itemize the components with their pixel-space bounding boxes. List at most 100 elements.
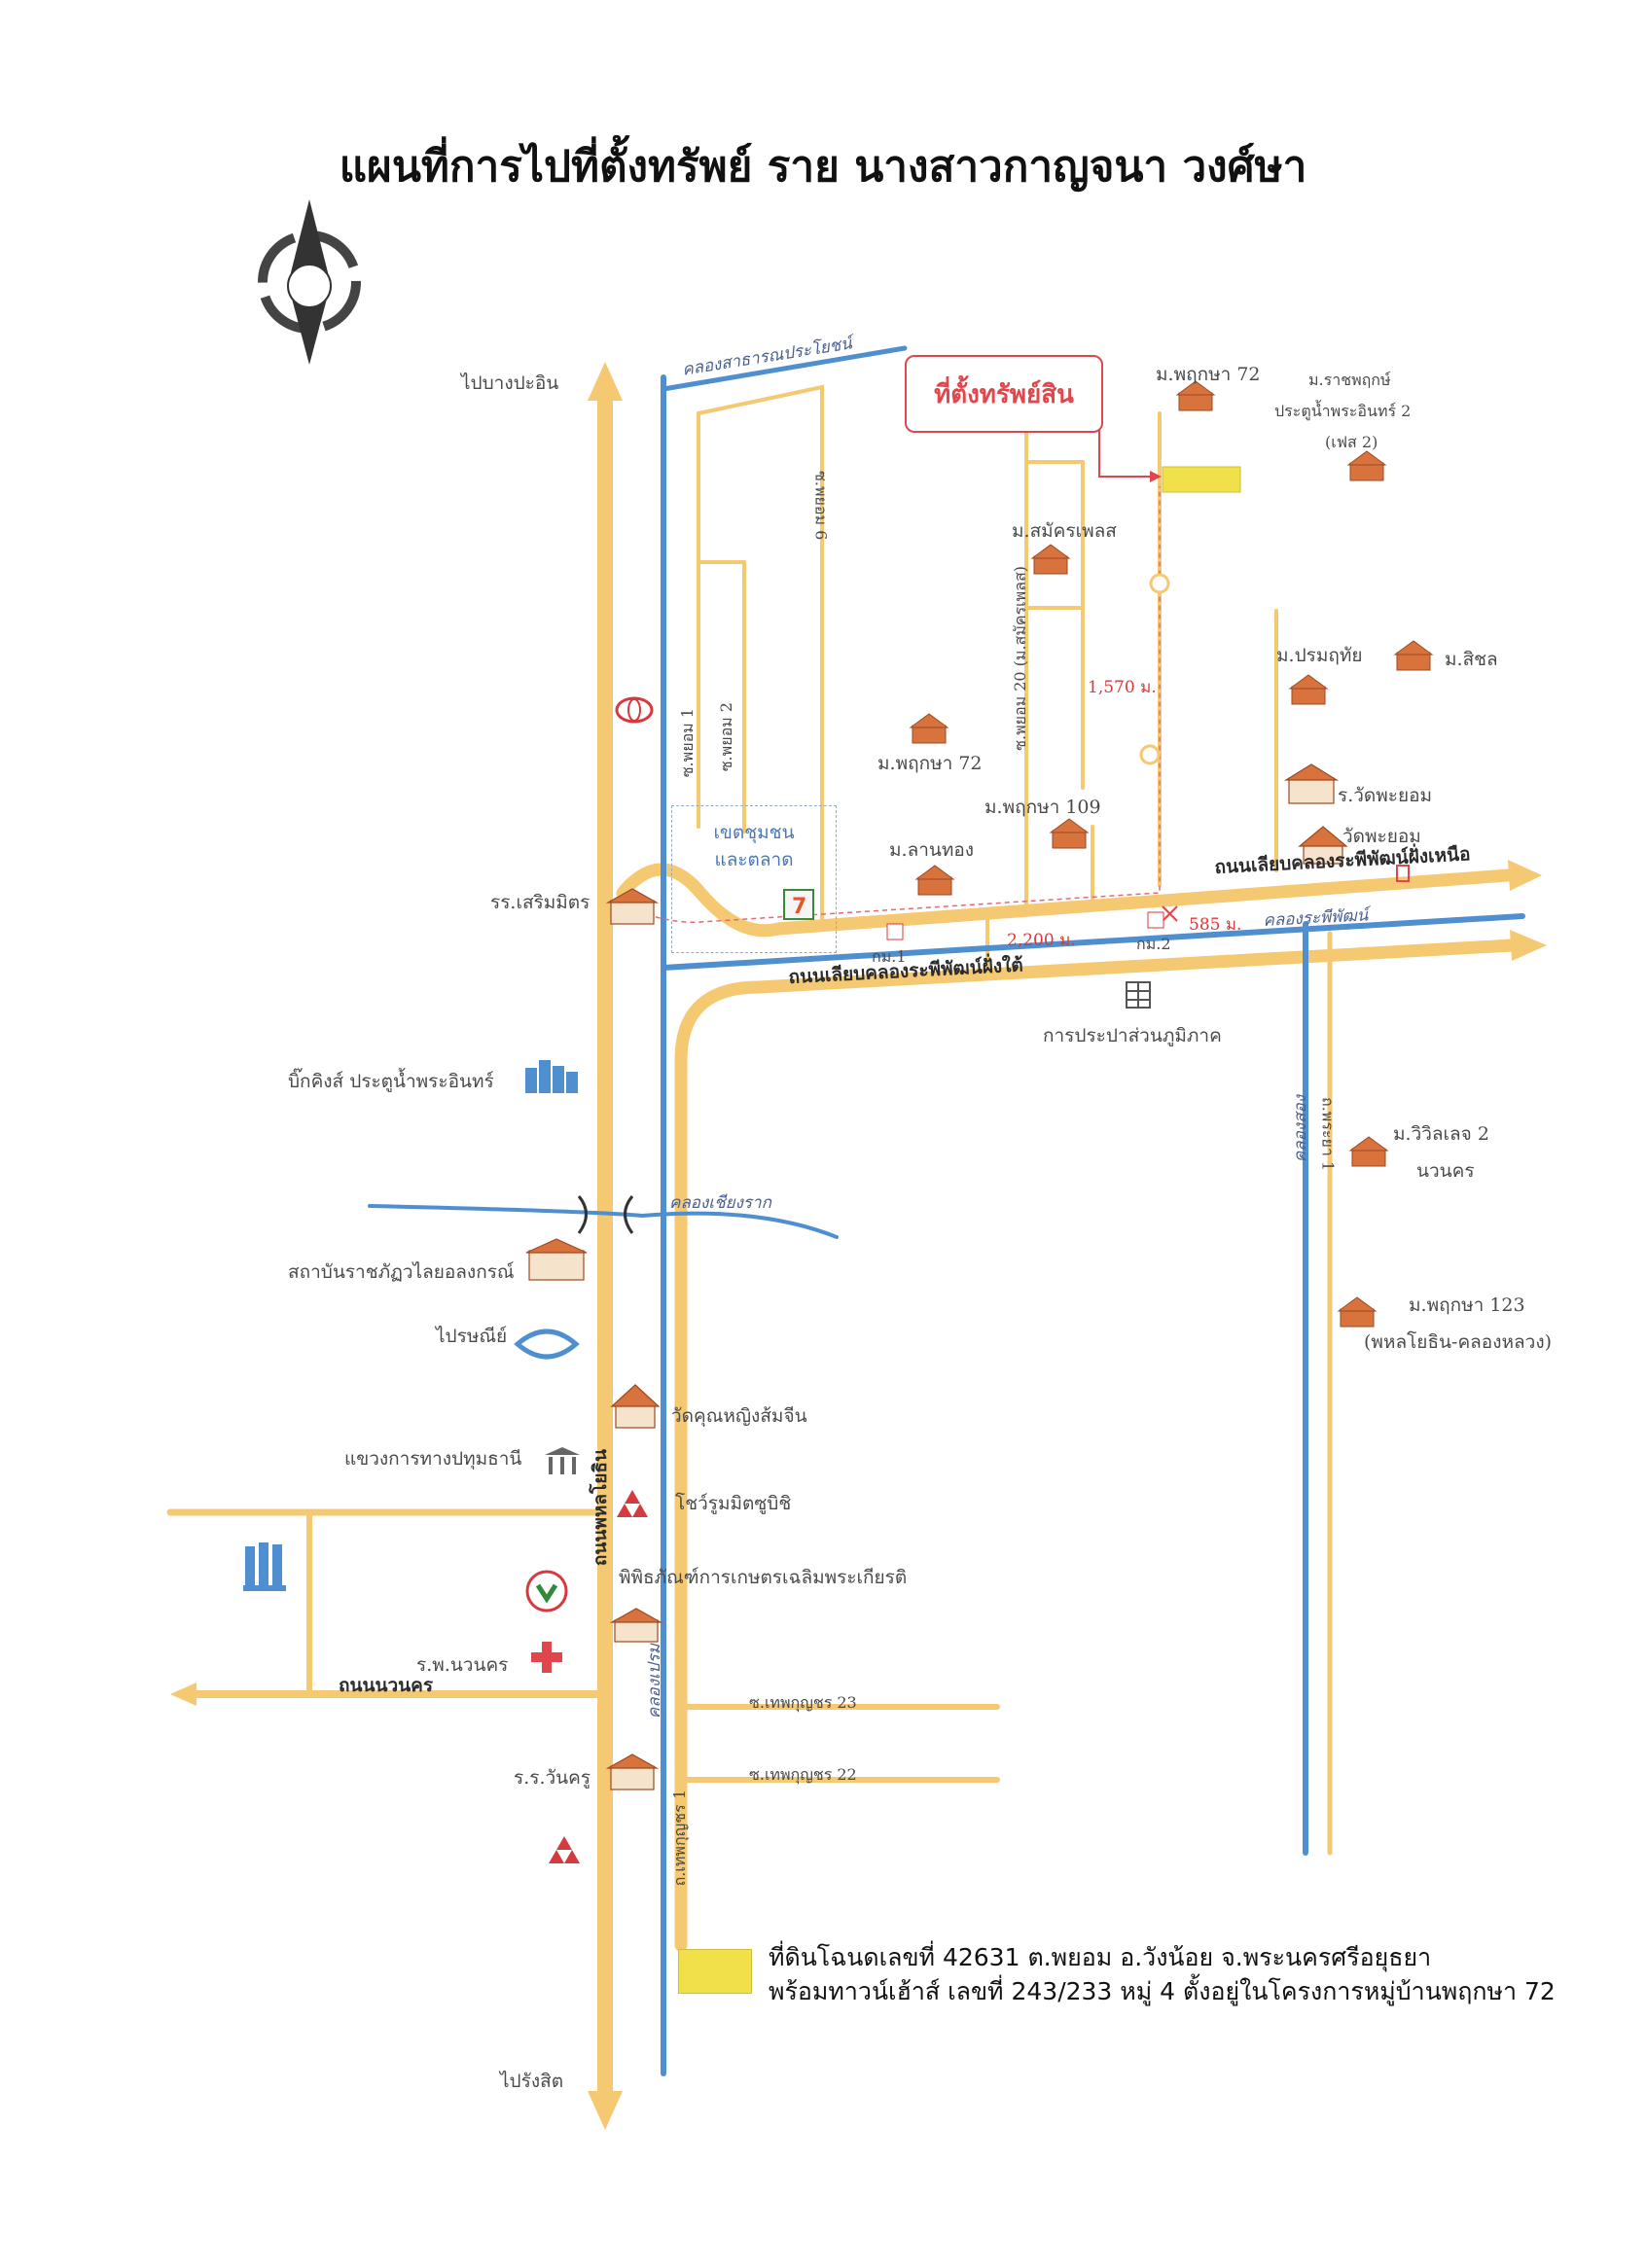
km-icon-1: [886, 923, 904, 940]
canal-label-song: คลองสอง: [1291, 1095, 1310, 1163]
school-icon-wat-phayom: [1283, 763, 1340, 804]
canal-label-chiang-rak: คลองเชียงราก: [669, 1193, 771, 1213]
callout-pointer: [1098, 428, 1158, 478]
canal-label-prem: คลองเปรม: [645, 1644, 664, 1719]
direction-south-label: ไปรังสิต: [500, 2071, 564, 2092]
distance-1570: 1,570 ม.: [1088, 678, 1157, 697]
house-icon-samakplace: [1030, 544, 1071, 575]
house-icon-villege2: [1348, 1136, 1389, 1167]
arrow-north: [588, 362, 623, 401]
place-hospital: ร.พ.นวนคร: [416, 1654, 509, 1676]
property-callout: ที่ตั้งทรัพย์สิน: [905, 355, 1103, 433]
km-marker-1: กม.1: [872, 947, 907, 966]
roundabout-1: [1149, 573, 1170, 594]
highway-office-icon: [545, 1447, 580, 1474]
place-samakplace: ม.สมัครเพลส: [1012, 520, 1117, 542]
house-icon-pruksa109: [1049, 818, 1090, 849]
road-soi-block: [697, 384, 824, 921]
place-pruksa109: ม.พฤกษา 109: [984, 797, 1101, 818]
place-sichon: ม.สิชล: [1445, 649, 1498, 670]
building-icon-rajabhat: [525, 1238, 588, 1281]
kasikorn-bank-icon: [525, 1570, 568, 1612]
hospital-icon: [531, 1642, 562, 1673]
legend-property-swatch: [678, 1949, 752, 1994]
mitsubishi-icon-2: [549, 1836, 580, 1863]
house-icon-pruksa72-mid: [909, 713, 949, 744]
km-marker-2: กม.2: [1136, 935, 1171, 953]
legend-line-2: พร้อมทาวน์เฮ้าส์ เลขที่ 243/233 หมู่ 4 ต…: [769, 1976, 1556, 2005]
road-label-nawanakorn: ถนนนวนคร: [339, 1675, 434, 1696]
place-museum: พิพิธภัณฑ์การเกษตรเฉลิมพระเกียรติ: [619, 1567, 908, 1588]
compass-icon: [258, 199, 361, 365]
place-ratchaphruek-1: ม.ราชพฤกษ์: [1308, 371, 1391, 389]
place-bigc: บิ๊กคิงส์ ประตูน้ำพระอินทร์: [288, 1071, 494, 1092]
place-ratchaphruek-3: (เฟส 2): [1325, 433, 1378, 451]
legend-text: ที่ดินโฉนดเลขที่ 42631 ต.พยอม อ.วังน้อย …: [769, 1941, 1556, 2008]
distance-585: 585 ม.: [1189, 915, 1242, 935]
arrow-east-south-road: [1510, 930, 1547, 961]
community-market-zone: เขตชุมชน และตลาด: [671, 805, 837, 953]
place-pruksa72-top: ม.พฤกษา 72: [1156, 364, 1261, 385]
place-pruksa123-1: ม.พฤกษา 123: [1409, 1294, 1525, 1316]
arrow-west-nawanakorn: [170, 1683, 197, 1706]
bridge-icon: [577, 1195, 634, 1234]
canal-raphiphat: [661, 913, 1525, 971]
callout-pointer-head: [1150, 471, 1162, 482]
place-pruksa72-mid: ม.พฤกษา 72: [877, 753, 983, 774]
canal-chiang-rak: [368, 1204, 839, 1239]
road-label-thep-23: ซ.เทพกุญชร 23: [749, 1693, 857, 1712]
road-label-phayom-1: ซ.พยอม 1: [678, 708, 697, 778]
house-icon-lanthong: [914, 865, 955, 896]
house-icon-pruksa123: [1337, 1296, 1378, 1328]
roundabout-2: [1139, 744, 1161, 765]
zone-label-2: และตลาด: [714, 849, 794, 870]
temple-icon-wat-khun: [610, 1384, 661, 1429]
road-label-thep-22: ซ.เทพกุญชร 22: [749, 1765, 857, 1784]
place-post: ไปรษณีย์: [436, 1326, 508, 1347]
place-lanthong: ม.ลานทอง: [889, 839, 975, 861]
road-label-phraya-1: ถ.พระยา 1: [1318, 1097, 1338, 1172]
road-label-phayom-2: ซ.พยอม 2: [717, 702, 735, 772]
road-samakplace-links: [1024, 460, 1085, 610]
place-villege2-2: นวนคร: [1416, 1160, 1475, 1182]
canal-khlong-sathan: [661, 345, 908, 392]
route-marker-x2: [1162, 905, 1178, 922]
toyota-logo-icon: [615, 696, 654, 724]
road-label-phahon: ถนนพหลโยธิน: [590, 1449, 611, 1567]
road-north-canal: [616, 863, 1515, 938]
direction-north-label: ไปบางปะอิน: [461, 372, 559, 394]
arrow-east-north-road: [1508, 860, 1542, 891]
place-wat-phayom-school: ร.วัดพะยอม: [1338, 785, 1433, 806]
house-icon-pornruethai: [1288, 674, 1329, 705]
seven-eleven-icon: 7: [783, 889, 814, 920]
distance-2200: 2,200 ม.: [1007, 931, 1076, 950]
school-icon-wankru: [605, 1754, 660, 1790]
road-label-thep-1: ถ.เทพกุญชร 1: [670, 1790, 689, 1887]
svg-text:7: 7: [792, 895, 806, 919]
place-ratchaphruek-2: ประตูน้ำพระอินทร์ 2: [1274, 402, 1412, 420]
place-highway-office: แขวงการทางปทุมธานี: [344, 1448, 522, 1470]
place-villege2-1: ม.วิวิลเลจ 2: [1393, 1123, 1489, 1145]
post-icon: [514, 1329, 580, 1360]
place-sermmit-school: รร.เสริมมิตร: [490, 892, 590, 913]
mitsubishi-icon-1: [617, 1490, 648, 1517]
place-pornruethai: ม.ปรมฤทัย: [1276, 645, 1363, 666]
legend-line-1: ที่ดินโฉนดเลขที่ 42631 ต.พยอม อ.วังน้อย …: [769, 1943, 1432, 1971]
water-authority-icon: [1126, 981, 1151, 1009]
place-pea: การประปาส่วนภูมิภาค: [1043, 1025, 1222, 1046]
property-marker: [1162, 466, 1241, 493]
zone-label-1: เขตชุมชน: [713, 822, 795, 843]
place-school-wankru: ร.ร.วันครู: [514, 1767, 591, 1789]
place-pruksa123-2: (พหลโยธิน-คลองหลวง): [1364, 1331, 1553, 1353]
road-label-phayom-6: ซ.พยอม 6: [811, 471, 831, 541]
house-icon-sichon: [1393, 640, 1434, 671]
place-wat-khun: วัดคุณหญิงส้มจีน: [671, 1405, 807, 1427]
page-title: แผนที่การไปที่ตั้งทรัพย์ ราย นางสาวกาญจน…: [339, 142, 1307, 192]
temple-icon-wat-phayom: [1298, 826, 1348, 865]
house-icon-pruksa72-top: [1175, 380, 1216, 411]
road-south-canal: [674, 939, 1520, 1952]
place-wat-phayom: วัดพะยอม: [1342, 826, 1421, 847]
house-icon-ratchaphruek: [1346, 450, 1387, 481]
phone-icon-sichon-top: [1396, 865, 1410, 882]
